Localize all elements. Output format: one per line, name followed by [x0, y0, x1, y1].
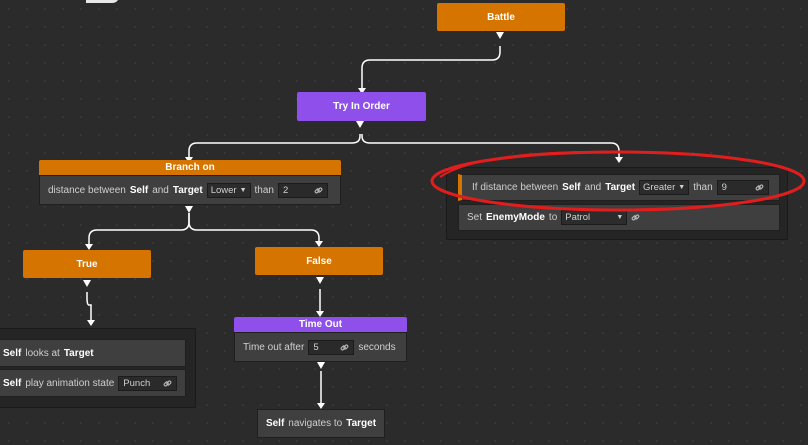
- timeout-seconds-field[interactable]: 5: [308, 339, 355, 355]
- look-at-action[interactable]: Self looks at Target: [0, 339, 186, 367]
- link-icon[interactable]: [631, 213, 640, 222]
- set-enemy-mode[interactable]: Set EnemyMode to Patrol ▼: [458, 204, 780, 231]
- port-triangle: [316, 277, 324, 284]
- try-in-order-label: Try In Order: [333, 101, 390, 112]
- branch-on-condition: distance between Self and Target Lower ▼…: [39, 175, 341, 205]
- distance-value-field[interactable]: 9: [716, 180, 769, 195]
- comparison-dropdown[interactable]: Lower ▼: [206, 182, 251, 198]
- chevron-down-icon: ▼: [678, 184, 686, 191]
- arrowhead: [615, 157, 623, 163]
- enemy-mode-dropdown[interactable]: Patrol ▼: [561, 210, 628, 225]
- branch-on-header: Branch on: [39, 160, 341, 175]
- if-distance-check[interactable]: If distance between Self and Target Grea…: [458, 174, 780, 201]
- arrowhead: [317, 403, 325, 409]
- navigate-action[interactable]: Self navigates to Target: [257, 409, 385, 438]
- wire-try-branch: [188, 134, 361, 157]
- chevron-down-icon: ▼: [616, 214, 624, 221]
- arrowhead: [316, 311, 324, 317]
- arrowhead: [85, 244, 93, 250]
- link-icon[interactable]: [314, 186, 323, 195]
- wire-branch-true: [88, 213, 190, 244]
- port-triangle: [83, 280, 91, 287]
- link-icon[interactable]: [755, 183, 764, 192]
- arrowhead: [358, 88, 366, 94]
- offscreen-edge: [86, 0, 118, 3]
- wire-true-actions: [86, 292, 92, 320]
- play-animation-action[interactable]: Self play animation state Punch: [0, 369, 186, 397]
- battle-node[interactable]: Battle: [437, 3, 565, 31]
- time-out-header: Time Out: [234, 317, 407, 332]
- arrowhead: [87, 320, 95, 326]
- animation-state-field[interactable]: Punch: [118, 375, 177, 391]
- false-node[interactable]: False: [255, 247, 383, 275]
- time-out-body: Time out after 5 seconds: [234, 332, 407, 362]
- link-icon[interactable]: [340, 343, 349, 352]
- port-triangle: [356, 121, 364, 128]
- true-node[interactable]: True: [23, 250, 151, 278]
- wire-try-if: [361, 134, 620, 157]
- arrowhead: [315, 241, 323, 247]
- battle-label: Battle: [487, 11, 515, 23]
- wire-branch-false: [188, 213, 320, 241]
- time-out-node[interactable]: Time Out Time out after 5 seconds: [234, 317, 407, 362]
- try-in-order-node[interactable]: Try In Order: [297, 92, 426, 121]
- wire-battle-try: [361, 46, 501, 88]
- port-triangle: [496, 32, 504, 39]
- chevron-down-icon: ▼: [239, 186, 247, 194]
- port-triangle: [185, 206, 193, 213]
- port-triangle: [317, 362, 325, 369]
- link-icon[interactable]: [163, 379, 172, 388]
- distance-value-field[interactable]: 2: [277, 182, 328, 198]
- comparison-dropdown[interactable]: Greater ▼: [639, 180, 690, 195]
- branch-on-node[interactable]: Branch on distance between Self and Targ…: [39, 160, 341, 206]
